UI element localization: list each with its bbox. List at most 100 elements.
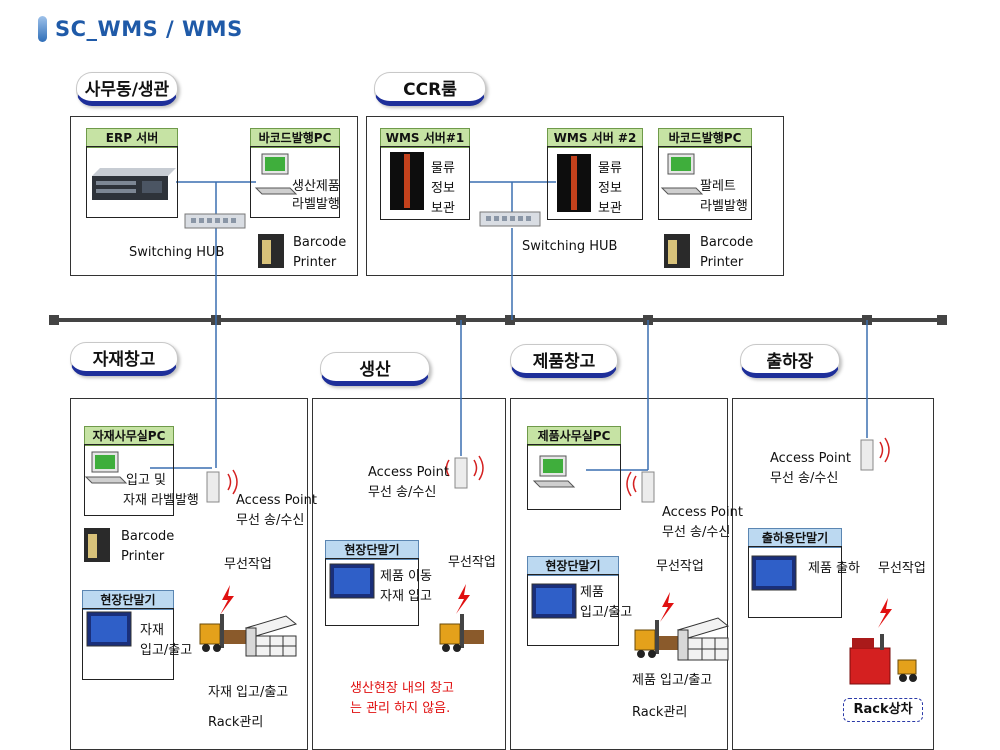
wms-server1-label: WMS 서버#1: [380, 128, 470, 148]
ccr-pc-text-2: 라벨발행: [700, 199, 748, 214]
production-terminal-text-2: 자재 입고: [380, 589, 432, 604]
server1-text-2: 정보: [431, 181, 455, 196]
erp-server-label: ERP 서버: [86, 128, 178, 148]
barcode-printer-icon: [258, 234, 284, 268]
ccr-pc-text-1: 팔레트: [700, 179, 736, 194]
office-printer-label-2: Printer: [293, 255, 337, 270]
terminal-screen-icon: [531, 583, 577, 619]
production-terminal-text-1: 제품 이동: [380, 569, 432, 584]
material-terminal-text-2: 입고/출고: [140, 643, 193, 658]
access-point-icon: [626, 471, 655, 503]
production-ap-label-2: 무선 송/수신: [368, 485, 437, 500]
office-pc-text-1: 생산제품: [292, 179, 340, 194]
production-wireless-label: 무선작업: [448, 555, 496, 570]
rack-loading-truck-icon: [849, 634, 917, 685]
server1-text-3: 보관: [431, 201, 455, 216]
terminal-screen-icon: [329, 563, 375, 599]
access-point-icon: [206, 469, 238, 503]
network-links: [150, 181, 868, 471]
server2-text-1: 물류: [598, 161, 622, 176]
tab-production: 생산: [320, 352, 430, 386]
erp-server-box: [86, 146, 178, 218]
product-office-pc-label: 제품사무실PC: [527, 426, 621, 446]
storage-rack-icon: [244, 615, 298, 657]
ccr-barcode-pc-label: 바코드발행PC: [658, 128, 752, 148]
terminal-screen-icon: [751, 555, 797, 591]
office-pc-text-2: 라벨발행: [292, 197, 340, 212]
wireless-bolt-icon: [220, 584, 892, 628]
material-ap-label-2: 무선 송/수신: [236, 513, 305, 528]
product-terminal-text-2: 입고/출고: [580, 605, 633, 620]
tab-material: 자재창고: [70, 342, 178, 376]
barcode-printer-icon: [84, 528, 110, 562]
product-terminal-box: [527, 574, 619, 646]
material-rack-label: Rack관리: [208, 715, 264, 730]
diagram-title: SC_WMS / WMS: [38, 14, 243, 44]
barcode-printer-icon: [664, 234, 690, 268]
office-printer-label-1: Barcode: [293, 235, 347, 250]
title-text: SC_WMS / WMS: [55, 17, 243, 41]
wms-server1-box: [380, 146, 470, 220]
product-work-label: 제품 입고/출고: [632, 673, 713, 688]
material-pc-box: [84, 444, 174, 516]
production-terminal-box: [325, 558, 419, 626]
material-work-label: 자재 입고/출고: [208, 685, 289, 700]
tab-ccr: CCR룸: [374, 72, 486, 106]
wms-server1-icon: [390, 152, 424, 210]
product-terminal-text-1: 제품: [580, 585, 604, 600]
wms-server2-icon: [557, 154, 591, 212]
product-ap-label-1: Access Point: [662, 505, 743, 520]
product-terminal-label: 현장단말기: [527, 556, 619, 576]
shipping-ap-label-1: Access Point: [770, 451, 851, 466]
office-pc-box: [250, 146, 340, 218]
forklift-icon: [439, 614, 484, 652]
product-pc-box: [527, 444, 621, 510]
production-note-2: 는 관리 하지 않음.: [350, 701, 451, 716]
material-pc-icon: [84, 451, 128, 484]
office-hub-label: Switching HUB: [129, 245, 225, 260]
material-printer-label-1: Barcode: [121, 529, 175, 544]
access-point-icon: [445, 455, 484, 489]
product-rack-label: Rack관리: [632, 705, 688, 720]
server2-text-2: 정보: [598, 181, 622, 196]
rack-loading-label: Rack상차: [843, 698, 923, 722]
office-pc-icon: [254, 153, 298, 195]
production-ap-label-1: Access Point: [368, 465, 449, 480]
wms-server2-box: [547, 146, 643, 220]
production-terminal-label: 현장단말기: [325, 540, 419, 560]
erp-server-icon: [92, 168, 176, 200]
office-barcode-pc-label: 바코드발행PC: [250, 128, 340, 148]
shipping-terminal-box: [748, 546, 842, 618]
material-ap-label-1: Access Point: [236, 493, 317, 508]
material-terminal-box: [82, 608, 174, 680]
ccr-printer-label-2: Printer: [700, 255, 744, 270]
ccr-pc-box: [658, 146, 752, 220]
product-wireless-label: 무선작업: [656, 559, 704, 574]
switching-hub-icon: [184, 213, 246, 229]
title-bar-icon: [38, 16, 47, 42]
server2-text-3: 보관: [598, 201, 622, 216]
wms-server2-label: WMS 서버 #2: [547, 128, 643, 148]
product-pc-icon: [532, 455, 576, 488]
tab-office: 사무동/생관: [76, 72, 178, 106]
material-pc-text-1: 입고 및: [126, 473, 167, 488]
ccr-hub-label: Switching HUB: [522, 239, 618, 254]
material-office-pc-label: 자재사무실PC: [84, 426, 174, 446]
material-wireless-label: 무선작업: [224, 557, 272, 572]
shipping-ap-label-2: 무선 송/수신: [770, 471, 839, 486]
material-terminal-text-1: 자재: [140, 623, 164, 638]
tab-product: 제품창고: [510, 344, 618, 378]
ccr-pc-icon: [660, 153, 704, 195]
material-terminal-label: 현장단말기: [82, 590, 174, 610]
shipping-wireless-label: 무선작업: [878, 561, 926, 576]
product-ap-label-2: 무선 송/수신: [662, 525, 731, 540]
material-pc-text-2: 자재 라벨발행: [123, 493, 199, 508]
tab-shipping: 출하장: [740, 344, 840, 378]
terminal-screen-icon: [86, 611, 132, 647]
material-printer-label-2: Printer: [121, 549, 165, 564]
storage-rack-icon: [676, 617, 730, 661]
ccr-printer-label-1: Barcode: [700, 235, 754, 250]
switching-hub-icon: [479, 211, 541, 227]
access-point-icon: [860, 437, 890, 471]
